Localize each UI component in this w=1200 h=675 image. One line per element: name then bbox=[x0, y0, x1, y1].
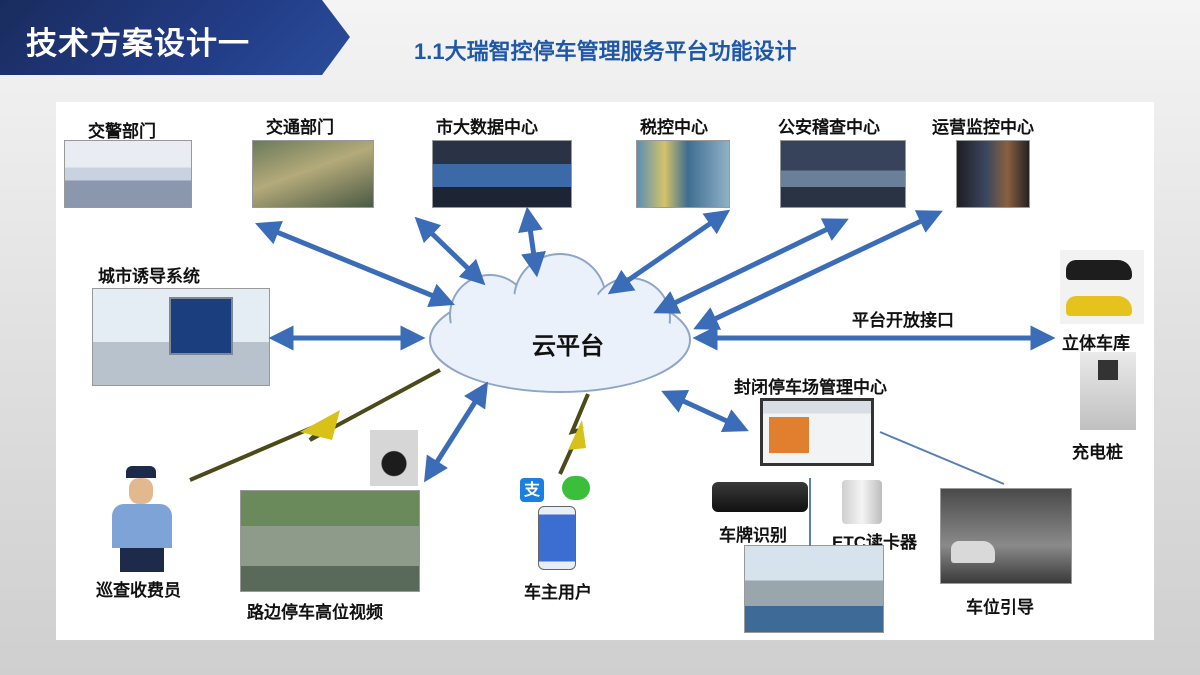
label-public-security: 公安稽查中心 bbox=[778, 118, 880, 137]
label-transport: 交通部门 bbox=[266, 118, 334, 137]
label-stereo-garage: 立体车库 bbox=[1062, 334, 1130, 353]
header-banner bbox=[0, 0, 350, 75]
toll-gate-photo bbox=[744, 545, 884, 633]
tax-photo bbox=[636, 140, 730, 208]
lightning-patrol-head bbox=[300, 410, 340, 440]
label-big-data: 市大数据中心 bbox=[436, 118, 538, 137]
charging-pile-photo bbox=[1080, 352, 1136, 430]
laptop-screen-panel bbox=[769, 417, 809, 453]
closed-lot-laptop bbox=[760, 398, 874, 466]
slide-subtitle: 1.1大瑞智控停车管理服务平台功能设计 bbox=[414, 39, 797, 64]
arrow-big-data bbox=[518, 206, 546, 278]
label-ops-monitor: 运营监控中心 bbox=[932, 118, 1034, 137]
guide-car bbox=[951, 541, 995, 563]
cloud-shape bbox=[429, 253, 691, 393]
officer-face bbox=[129, 478, 153, 504]
cloud-label: 云平台 bbox=[532, 332, 604, 360]
etc-reader-photo bbox=[842, 480, 882, 524]
label-space-guide: 车位引导 bbox=[966, 598, 1034, 617]
garage-upper-car bbox=[1066, 260, 1132, 280]
section-title: 技术方案设计一 bbox=[26, 26, 250, 61]
city-guidance-photo bbox=[92, 288, 270, 386]
label-roadside-video: 路边停车高位视频 bbox=[247, 603, 383, 622]
wechat-icon bbox=[562, 476, 590, 500]
officer-legs bbox=[120, 548, 164, 572]
charger-screen bbox=[1098, 360, 1118, 380]
label-tax: 税控中心 bbox=[640, 118, 708, 137]
label-traffic-police: 交警部门 bbox=[88, 122, 156, 141]
arrow-closed-lot bbox=[661, 389, 749, 433]
stereo-garage-photo bbox=[1060, 250, 1144, 324]
plate-camera-photo bbox=[712, 482, 808, 512]
garage-lower-car bbox=[1066, 296, 1132, 316]
label-charging: 充电桩 bbox=[1072, 443, 1123, 462]
arrow-public-security bbox=[653, 218, 849, 314]
label-city-guidance: 城市诱导系统 bbox=[98, 267, 200, 286]
lightning-owner bbox=[558, 393, 590, 475]
arrow-big-data-left bbox=[414, 216, 486, 286]
label-closed-lot: 封闭停车场管理中心 bbox=[734, 378, 887, 397]
label-patrol: 巡查收费员 bbox=[96, 581, 181, 600]
guidance-sign-board bbox=[169, 297, 233, 355]
big-data-photo bbox=[432, 140, 572, 208]
ops-monitor-photo bbox=[956, 140, 1030, 208]
space-guide-photo bbox=[940, 488, 1072, 584]
officer-body bbox=[112, 504, 172, 548]
traffic-police-photo bbox=[64, 140, 192, 208]
public-security-photo bbox=[780, 140, 906, 208]
dome-camera-photo bbox=[370, 430, 418, 486]
label-car-owner: 车主用户 bbox=[524, 583, 592, 602]
label-plate-recog: 车牌识别 bbox=[719, 526, 787, 545]
arrow-ops-monitor bbox=[693, 210, 943, 330]
patrol-officer-photo bbox=[108, 466, 180, 572]
connector-space-guide bbox=[879, 431, 1005, 485]
alipay-icon: 支 bbox=[520, 478, 544, 502]
officer-cap bbox=[126, 466, 156, 478]
arrow-dome-camera bbox=[423, 381, 489, 483]
phone-photo bbox=[538, 506, 576, 570]
roadside-video-photo bbox=[240, 490, 420, 592]
arrow-transport bbox=[255, 221, 455, 307]
transport-photo bbox=[252, 140, 374, 208]
arrow-tax bbox=[607, 209, 731, 295]
lightning-owner-head bbox=[568, 420, 586, 450]
